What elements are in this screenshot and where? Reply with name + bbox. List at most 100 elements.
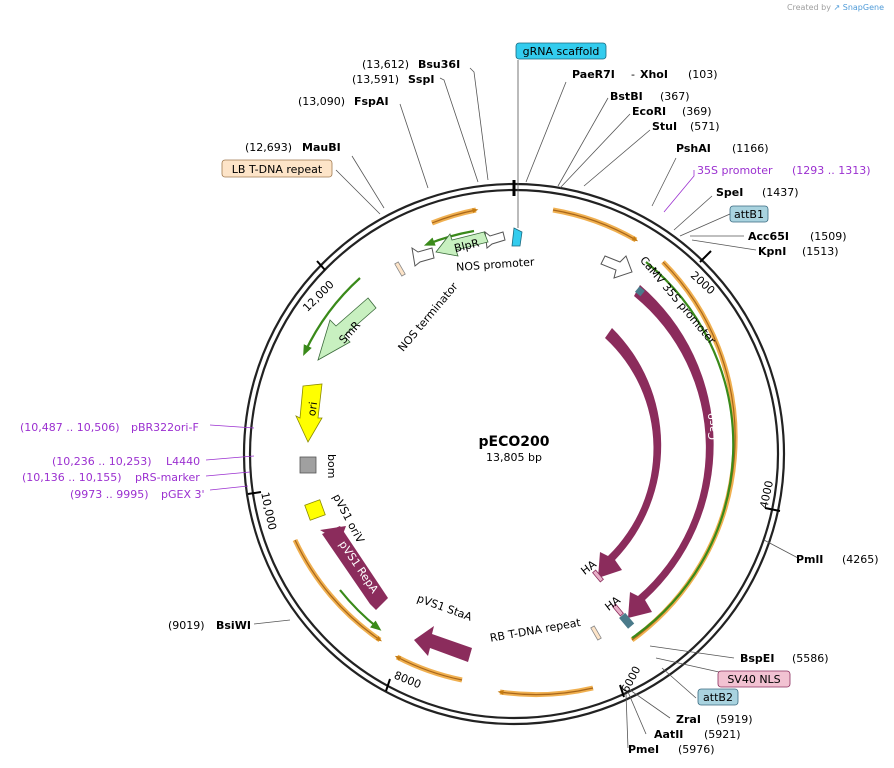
site-name: BstBI bbox=[610, 90, 643, 103]
site-pos: (1513) bbox=[802, 245, 839, 258]
tick-mark bbox=[385, 678, 391, 692]
site-pos: (5921) bbox=[704, 728, 741, 741]
ori-label: ori bbox=[305, 401, 320, 417]
site-name: StuI bbox=[652, 120, 677, 133]
tick-mark bbox=[247, 491, 262, 495]
attb1-box: attB1 bbox=[729, 205, 769, 223]
site-separator: - bbox=[631, 68, 635, 81]
site-pos: (369) bbox=[682, 105, 712, 118]
sv40-nls-label: SV40 NLS bbox=[727, 673, 780, 686]
cas9-inner-label: Cas9 bbox=[666, 428, 679, 455]
cas9-outer-label: Cas9 bbox=[706, 413, 719, 440]
tick-label: 8000 bbox=[392, 669, 423, 692]
primer-label: pRS-marker bbox=[135, 471, 200, 484]
green-arrow bbox=[303, 277, 361, 356]
rb-repeat-label: RB T-DNA repeat bbox=[489, 616, 582, 645]
primer-range: (9973 .. 9995) bbox=[70, 488, 149, 501]
site-pos: (5586) bbox=[792, 652, 829, 665]
leader-lines bbox=[205, 60, 799, 749]
site-pos: (367) bbox=[660, 90, 690, 103]
lb-repeat-label: LB T-DNA repeat bbox=[232, 163, 323, 176]
pvs1-oriv-box bbox=[304, 499, 326, 521]
tick-mark bbox=[699, 250, 712, 263]
site-name: EcoRI bbox=[632, 105, 666, 118]
primer-label: 35S promoter bbox=[697, 164, 773, 177]
nos-terminator-arrow bbox=[411, 246, 435, 267]
site-pos: (9019) bbox=[168, 619, 205, 632]
blpr-arrow bbox=[435, 231, 489, 257]
green-arrows bbox=[303, 229, 735, 639]
site-pos: (13,591) bbox=[352, 73, 399, 86]
site-name: SspI bbox=[408, 73, 434, 86]
site-name: MauBI bbox=[302, 141, 341, 154]
orf-arrow bbox=[631, 261, 736, 641]
attb1-band bbox=[635, 286, 645, 297]
primer-label: pBR322ori-F bbox=[131, 421, 199, 434]
site-name: PmeI bbox=[628, 743, 659, 756]
ha-band bbox=[592, 569, 604, 583]
grna-scaffold-arrow bbox=[511, 227, 523, 247]
smr-arrow bbox=[317, 297, 377, 361]
sv40-band bbox=[619, 612, 635, 629]
site-name: FspAI bbox=[354, 95, 389, 108]
grna-scaffold-label: gRNA scaffold bbox=[523, 45, 600, 58]
attb2-box: attB2 bbox=[697, 688, 739, 706]
site-pos: (1437) bbox=[762, 186, 799, 199]
tick-label: 4000 bbox=[757, 479, 776, 509]
credit-prefix: Created by bbox=[786, 3, 831, 12]
site-name: SpeI bbox=[716, 186, 743, 199]
rb-band bbox=[590, 625, 602, 641]
attb1-label: attB1 bbox=[734, 208, 764, 221]
site-pos: (1509) bbox=[810, 230, 847, 243]
site-name: ZraI bbox=[676, 713, 701, 726]
tick-mark bbox=[316, 260, 326, 271]
nos-promoter-arrow bbox=[484, 230, 506, 249]
cas9-inner-arrow bbox=[598, 328, 662, 578]
nos-terminator-label: NOS terminator bbox=[395, 280, 460, 354]
bom-box bbox=[299, 456, 317, 474]
snapgene-logo-icon: ↗ bbox=[833, 3, 841, 12]
site-pos: (571) bbox=[690, 120, 720, 133]
tick-label: 6000 bbox=[619, 664, 644, 695]
site-pos: (5919) bbox=[716, 713, 753, 726]
site-name: PaeR7I bbox=[572, 68, 615, 81]
site-name: KpnI bbox=[758, 245, 786, 258]
tick-label: 10,000 bbox=[258, 491, 279, 531]
primer-range: (10,136 .. 10,155) bbox=[22, 471, 122, 484]
camv-35s-promoter-arrow bbox=[600, 255, 633, 279]
ori-arrow bbox=[295, 383, 323, 443]
orf-arrow bbox=[497, 687, 594, 696]
tick-mark bbox=[764, 507, 781, 512]
orf-arrow bbox=[294, 539, 382, 642]
plasmid-length: 13,805 bp bbox=[486, 451, 542, 464]
primer-range: (10,487 .. 10,506) bbox=[20, 421, 120, 434]
site-name: Acc65I bbox=[748, 230, 789, 243]
site-pos: (13,612) bbox=[362, 58, 409, 71]
primers: 35S promoter (1293 .. 1313) (10,487 .. 1… bbox=[20, 164, 871, 501]
site-pos: (5976) bbox=[678, 743, 715, 756]
tick-mark bbox=[619, 684, 625, 698]
lb-band bbox=[394, 261, 406, 277]
site-name: PshAI bbox=[676, 142, 711, 155]
plasmid-name: pECO200 bbox=[479, 434, 550, 450]
bom-label: bom bbox=[325, 454, 338, 478]
cas9-outer-arrow bbox=[628, 285, 714, 618]
primer-range: (10,236 .. 10,253) bbox=[52, 455, 152, 468]
orf-arrow bbox=[552, 209, 639, 242]
pvs1-repa-arrow bbox=[322, 526, 388, 610]
site-name: BspEI bbox=[740, 652, 774, 665]
nos-promoter-label: NOS promoter bbox=[456, 255, 536, 273]
credit-brand: SnapGene bbox=[842, 3, 884, 12]
sv40-nls-box: SV40 NLS bbox=[717, 670, 791, 688]
orf-arrow bbox=[431, 208, 479, 224]
site-pos: (103) bbox=[688, 68, 718, 81]
site-name: AatII bbox=[654, 728, 683, 741]
site-pos: (1166) bbox=[732, 142, 769, 155]
restriction-sites: (13,612) Bsu36I (13,591) SspI (13,090) F… bbox=[168, 58, 879, 756]
cas9-arrows: Cas9 Cas9 bbox=[598, 285, 719, 618]
primer-range: (1293 .. 1313) bbox=[792, 164, 871, 177]
site-pos: (12,693) bbox=[245, 141, 292, 154]
primer-label: L4440 bbox=[166, 455, 200, 468]
attb2-label: attB2 bbox=[703, 691, 733, 704]
